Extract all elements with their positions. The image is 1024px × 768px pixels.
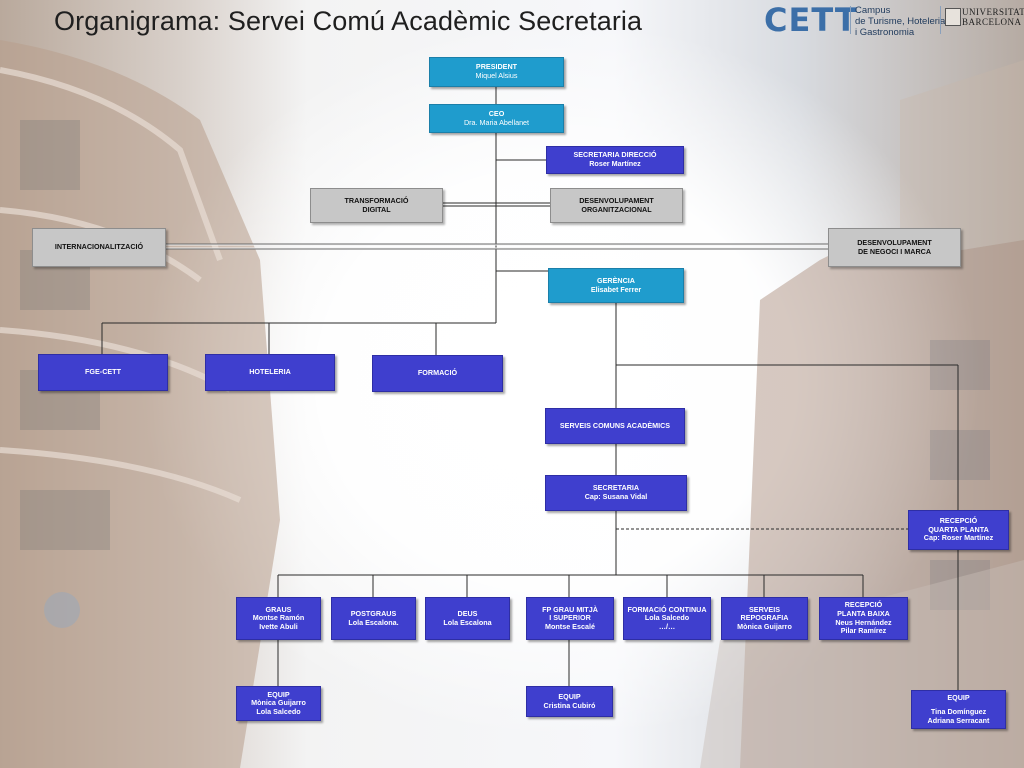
node-name: Lola Escalona. bbox=[348, 617, 399, 627]
node-transformacio-digital[interactable]: TRANSFORMACIÓ DIGITAL bbox=[310, 188, 443, 223]
node-name: Neus Hernández bbox=[835, 617, 892, 627]
cett-sub-line: de Turisme, Hoteleria bbox=[855, 16, 946, 27]
node-title: DE NEGOCI I MARCA bbox=[857, 246, 932, 256]
node-title: DESENVOLUPAMENT bbox=[857, 237, 932, 247]
node-name: Ivette Abuli bbox=[259, 621, 298, 631]
node-name: Lola Escalona bbox=[443, 617, 492, 627]
node-name: Montse Ramón bbox=[252, 613, 305, 623]
node-formacio-continua[interactable]: FORMACIÓ CONTINUA Lola Salcedo …/… bbox=[623, 597, 711, 640]
node-secretaria-direccio[interactable]: SECRETARIA DIRECCIÓ Roser Martínez bbox=[546, 146, 684, 174]
node-name: Montse Escalé bbox=[545, 621, 595, 631]
node-title: POSTGRAUS bbox=[350, 608, 397, 618]
node-name: …/… bbox=[658, 621, 676, 631]
page-title: Organigrama: Servei Comú Acadèmic Secret… bbox=[54, 6, 643, 36]
node-name: Elisabet Ferrer bbox=[590, 284, 642, 294]
node-equip-recepcio[interactable]: EQUIP Tina Domínguez Adriana Serracant bbox=[911, 690, 1006, 729]
node-title: SECRETARIA DIRECCIÓ bbox=[573, 150, 657, 160]
node-equip-fp[interactable]: EQUIP Cristina Cubiró bbox=[526, 686, 613, 717]
node-title: HOTELERIA bbox=[249, 367, 291, 377]
node-name: Lola Salcedo bbox=[256, 706, 301, 716]
node-internacionalitzacio[interactable]: INTERNACIONALITZACIÓ bbox=[32, 228, 166, 267]
ub-logo: UNIVERSITAT BARCELONA bbox=[962, 7, 1024, 27]
node-title: TRANSFORMACIÓ bbox=[344, 195, 409, 205]
node-desenvolupament-negoci[interactable]: DESENVOLUPAMENT DE NEGOCI I MARCA bbox=[828, 228, 961, 267]
node-name: Dra. Maria Abellanet bbox=[463, 117, 530, 127]
node-title: FORMACIÓ CONTINUA bbox=[627, 604, 707, 614]
node-title: DESENVOLUPAMENT bbox=[579, 195, 654, 205]
cett-logo-subtitle: Campus de Turisme, Hoteleria i Gastronom… bbox=[855, 5, 945, 38]
node-title: EQUIP bbox=[267, 689, 290, 699]
node-serveis-repografia[interactable]: SERVEIS REPOGRAFIA Mònica Guijarro bbox=[721, 597, 808, 640]
node-fge-cett[interactable]: FGE-CETT bbox=[38, 354, 168, 391]
node-equip-graus[interactable]: EQUIP Mònica Guijarro Lola Salcedo bbox=[236, 686, 321, 721]
node-hoteleria[interactable]: HOTELERIA bbox=[205, 354, 335, 391]
node-graus[interactable]: GRAUS Montse Ramón Ivette Abuli bbox=[236, 597, 321, 640]
node-title: I SUPERIOR bbox=[549, 613, 591, 623]
node-title: GRAUS bbox=[265, 604, 292, 614]
node-name: Tina Domínguez bbox=[930, 707, 987, 717]
node-title: SERVEIS bbox=[748, 604, 781, 614]
node-ceo[interactable]: CEO Dra. Maria Abellanet bbox=[429, 104, 564, 133]
node-name: Roser Martínez bbox=[589, 159, 641, 168]
node-title: PRESIDENT bbox=[475, 62, 518, 72]
node-name: Mònica Guijarro bbox=[251, 698, 306, 708]
ub-logo-line: UNIVERSITAT bbox=[962, 7, 1024, 17]
node-name: Cap: Susana Vidal bbox=[584, 492, 648, 501]
node-postgraus[interactable]: POSTGRAUS Lola Escalona. bbox=[331, 597, 416, 640]
node-recepcio-planta-baixa[interactable]: RECEPCIÓ PLANTA BAIXA Neus Hernández Pil… bbox=[819, 597, 908, 640]
node-recepcio-quarta-planta[interactable]: RECEPCIÓ QUARTA PLANTA Cap: Roser Martín… bbox=[908, 510, 1009, 550]
ub-shield-icon bbox=[945, 8, 961, 26]
node-title: DIGITAL bbox=[362, 204, 391, 214]
node-name: Mònica Guijarro bbox=[737, 621, 792, 631]
cett-sub-line: Campus bbox=[855, 5, 891, 16]
cett-logo: CETT bbox=[764, 1, 858, 39]
node-title: INTERNACIONALITZACIÓ bbox=[54, 242, 144, 252]
node-name: Adriana Serracant bbox=[927, 715, 990, 725]
node-title: ORGANITZACIONAL bbox=[581, 204, 652, 214]
node-title: SERVEIS COMUNS ACADÈMICS bbox=[559, 420, 671, 430]
node-title: SECRETARIA bbox=[592, 483, 640, 493]
node-title: RECEPCIÓ bbox=[939, 516, 978, 526]
logo-divider bbox=[940, 6, 941, 34]
node-name: Pilar Ramírez bbox=[840, 626, 887, 636]
node-title: REPOGRAFIA bbox=[740, 613, 789, 623]
node-title: CEO bbox=[488, 108, 505, 118]
node-title: PLANTA BAIXA bbox=[837, 608, 890, 618]
node-title: FORMACIÓ bbox=[417, 368, 458, 378]
node-name: Lola Salcedo bbox=[644, 613, 690, 623]
node-name: Cristina Cubiró bbox=[543, 700, 596, 710]
node-name: Cap: Roser Martínez bbox=[923, 533, 994, 543]
node-title: DEUS bbox=[457, 608, 478, 618]
node-fp-grau-mitja[interactable]: FP GRAU MITJÀ I SUPERIOR Montse Escalé bbox=[526, 597, 614, 640]
cett-sub-line: i Gastronomia bbox=[855, 27, 915, 38]
node-formacio[interactable]: FORMACIÓ bbox=[372, 355, 503, 392]
node-secretaria[interactable]: SECRETARIA Cap: Susana Vidal bbox=[545, 475, 687, 511]
node-title: RECEPCIÓ bbox=[844, 600, 883, 610]
node-desenvolupament-organitzacional[interactable]: DESENVOLUPAMENT ORGANITZACIONAL bbox=[550, 188, 683, 223]
node-title: QUARTA PLANTA bbox=[928, 524, 989, 534]
ub-logo-line: BARCELONA bbox=[962, 17, 1022, 27]
node-title: EQUIP bbox=[947, 692, 970, 702]
node-title: EQUIP bbox=[558, 691, 581, 701]
node-serveis-comuns-academics[interactable]: SERVEIS COMUNS ACADÈMICS bbox=[545, 408, 685, 444]
node-name: Miquel Alsius bbox=[475, 71, 518, 80]
node-title: FP GRAU MITJÀ bbox=[542, 604, 598, 614]
node-deus[interactable]: DEUS Lola Escalona bbox=[425, 597, 510, 640]
node-title: GERÈNCIA bbox=[597, 275, 635, 285]
node-president[interactable]: PRESIDENT Miquel Alsius bbox=[429, 57, 564, 87]
node-title: FGE-CETT bbox=[85, 367, 121, 377]
logo-divider bbox=[850, 6, 851, 34]
node-gerencia[interactable]: GERÈNCIA Elisabet Ferrer bbox=[548, 268, 684, 303]
